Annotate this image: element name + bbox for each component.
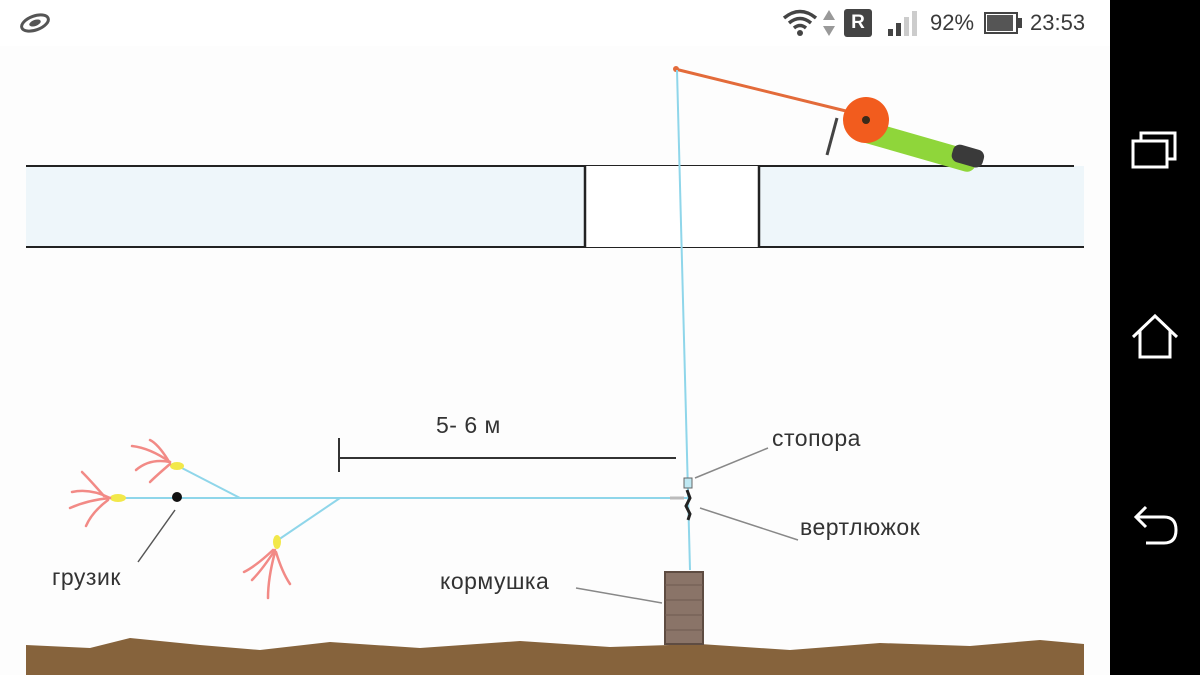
recent-apps-icon	[1131, 131, 1177, 169]
bead	[170, 462, 184, 470]
status-bar: R 92% 23:53	[0, 0, 1110, 46]
rod-handle-cap	[951, 144, 985, 168]
home-button[interactable]	[1110, 292, 1200, 382]
clock-time: 23:53	[1030, 10, 1086, 35]
rod-leg	[825, 117, 839, 156]
wifi-icon	[782, 0, 818, 46]
battery-percent: 92%	[930, 10, 975, 35]
home-icon	[1131, 313, 1179, 359]
distance-label: 5- 6 м	[436, 412, 501, 438]
recent-apps-button[interactable]	[1110, 105, 1200, 195]
feeder-label: кормушка	[440, 568, 550, 594]
branch-upper	[177, 465, 241, 499]
diagram-canvas: 5- 6 м стопора вертлюжок грузик кормушка	[0, 46, 1110, 675]
swivel-label: вертлюжок	[800, 514, 921, 540]
bead	[273, 535, 281, 549]
back-icon	[1133, 505, 1178, 545]
fishing-rig-diagram	[26, 66, 1084, 675]
ice-hole	[585, 166, 759, 247]
feeder	[664, 571, 704, 645]
battery-icon	[984, 0, 1022, 46]
feeder-pointer	[575, 587, 663, 604]
swivel	[684, 489, 692, 521]
sinker	[172, 492, 182, 502]
distance-marker	[338, 438, 676, 472]
feeder-body	[664, 571, 704, 645]
swivel-pointer	[699, 507, 799, 541]
back-button[interactable]	[1110, 480, 1200, 570]
data-transfer-icon	[822, 0, 836, 46]
bait-left	[68, 470, 112, 528]
bead	[110, 494, 126, 502]
sinker-pointer	[137, 509, 176, 563]
rod-tip	[674, 67, 851, 114]
bait-upper	[130, 438, 172, 484]
ice-layer	[26, 166, 1084, 247]
ice-fishing-rod	[673, 66, 985, 172]
roaming-badge: R	[844, 0, 872, 46]
navigation-bar	[1110, 0, 1200, 675]
bait-lower	[242, 548, 292, 600]
stopper	[683, 477, 693, 489]
lake-bottom	[26, 638, 1084, 675]
stopper-pointer	[694, 447, 769, 479]
signal-bars-icon	[886, 0, 920, 46]
branch-lower	[277, 497, 341, 541]
notification-app-icon	[18, 0, 52, 46]
sinker-label: грузик	[52, 564, 121, 590]
leader-rig	[68, 438, 688, 600]
stopper-label: стопора	[772, 425, 861, 451]
